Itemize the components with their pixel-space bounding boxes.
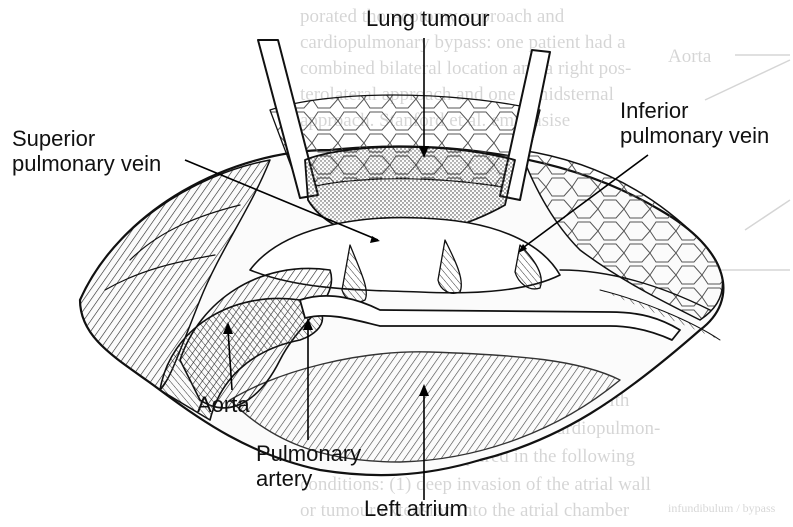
label-pulmonary-line1: Pulmonary (256, 441, 361, 466)
svg-text:cardiopulmonary bypass: one pa: cardiopulmonary bypass: one patient had … (300, 32, 626, 53)
label-pulmonary-artery: Pulmonary artery (256, 441, 361, 491)
label-inferior-line1: Inferior (620, 98, 769, 123)
label-aorta: Aorta (197, 392, 250, 417)
label-superior-line1: Superior (12, 126, 161, 151)
ghost-aorta-label: Aorta (668, 46, 712, 67)
label-superior-pulmonary-vein: Superior pulmonary vein (12, 126, 161, 176)
svg-text:infundibulum / bypass: infundibulum / bypass (668, 501, 776, 515)
svg-text:combined bilateral location an: combined bilateral location and a right … (300, 58, 631, 79)
label-superior-line2: pulmonary vein (12, 151, 161, 176)
label-left-atrium: Left atrium (364, 496, 468, 521)
label-inferior-line2: pulmonary vein (620, 123, 769, 148)
label-inferior-pulmonary-vein: Inferior pulmonary vein (620, 98, 769, 148)
label-lung-tumour: Lung tumour (366, 6, 490, 31)
label-pulmonary-line2: artery (256, 466, 361, 491)
